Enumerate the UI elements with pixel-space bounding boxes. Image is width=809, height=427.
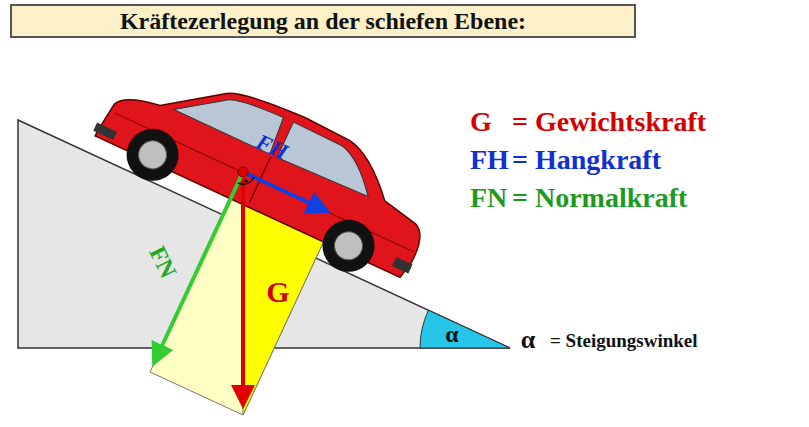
legend-symbol: G bbox=[470, 108, 492, 136]
center-of-mass bbox=[238, 167, 248, 177]
angle-symbol: α bbox=[521, 327, 536, 353]
legend-text: = Normalkraft bbox=[512, 184, 687, 212]
legend-text: = Gewichtskraft bbox=[512, 108, 706, 136]
legend-symbol: FH bbox=[470, 146, 509, 174]
angle-sector bbox=[420, 310, 510, 348]
legend-symbol: FN bbox=[470, 184, 507, 212]
title-banner: Kräftezerlegung an der schiefen Ebene: bbox=[10, 4, 636, 38]
angle-label: α bbox=[445, 322, 458, 346]
angle-description: = Steigungswinkel bbox=[550, 331, 698, 350]
right-angle-mark bbox=[238, 177, 254, 184]
slope-force-arrow bbox=[243, 172, 327, 211]
weight-arrow bbox=[241, 172, 245, 405]
car bbox=[84, 39, 450, 297]
legend-text: = Hangkraft bbox=[512, 146, 661, 174]
force-label: G bbox=[266, 277, 289, 307]
